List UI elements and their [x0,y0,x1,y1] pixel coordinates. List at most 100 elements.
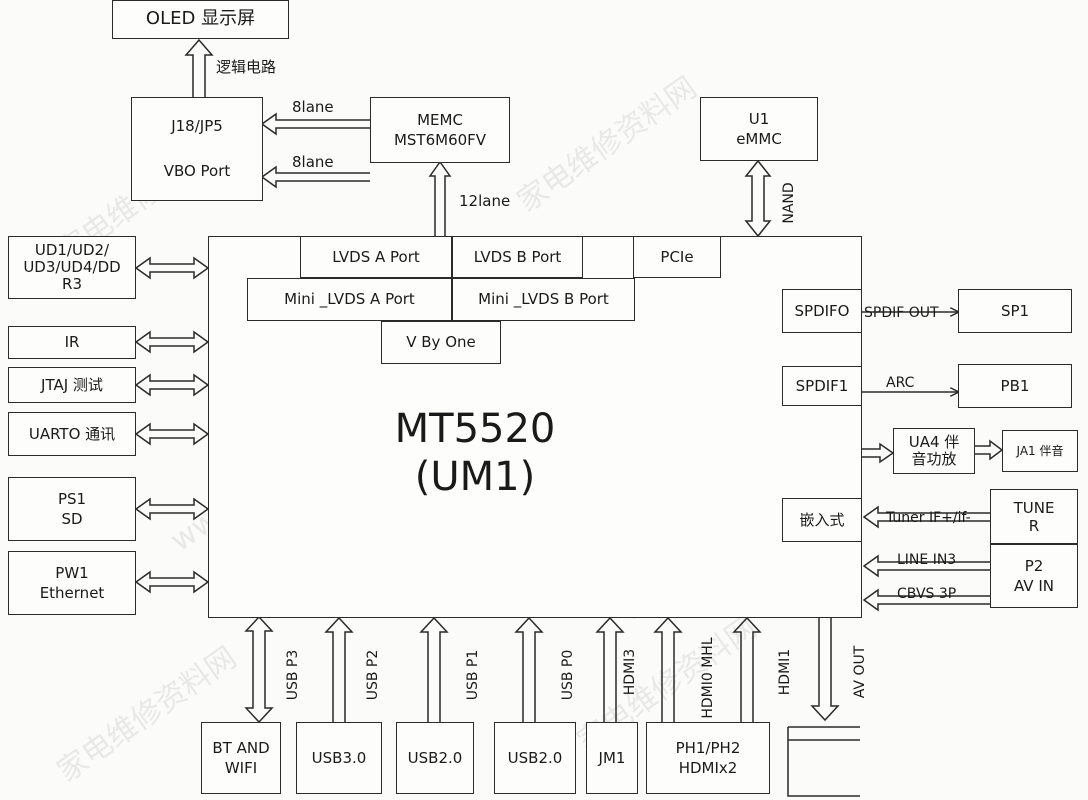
lane-label-8b: 8lane [292,153,334,171]
main-chip-title: MT5520 (UM1) [370,405,580,501]
tuner-line-1: TUNE [1013,498,1055,517]
arrow-hdmi1 [732,616,762,722]
av-in-label: AV IN [1014,577,1054,595]
vbyone-label: V By One [406,333,476,352]
lvds-a-port-label: LVDS A Port [332,247,420,266]
usb-p1-label: USB P1 [465,649,481,701]
arrow-usb-p2 [324,616,354,722]
vbo-ref-label: J18/JP5 [171,117,223,136]
sd-label: SD [61,510,83,528]
emmc-ref-label: U1 [748,109,770,128]
arc-label: ARC [886,375,915,391]
nand-label: NAND [781,182,797,224]
arrow-to-ua4 [862,442,895,464]
pcie-label: PCIe [660,247,694,266]
jm1-label: JM1 [598,748,626,767]
av-out-label: AV OUT [852,645,868,699]
embedded-label: 嵌入式 [799,510,845,529]
arrow-ua4-ja1 [975,439,1004,461]
arrow-ud [134,256,210,280]
memc-chip-label: MST6M60FV [393,131,487,149]
uarto-label: UARTO 通讯 [28,424,116,443]
bt-wifi-box: BT AND WIFI [201,722,281,794]
memc-box: MEMC MST6M60FV [370,97,510,163]
embedded-box: 嵌入式 [782,498,862,542]
pb1-box: PB1 [958,364,1072,408]
mini-lvds-a-port-label: Mini _LVDS A Port [284,290,415,309]
emmc-label: eMMC [736,130,782,148]
arrow-logic-to-oled [184,38,214,97]
arrow-uarto [134,422,210,446]
hdmix2-label: HDMIx2 [678,759,738,777]
usb2-box-b: USB2.0 [494,722,576,794]
ethernet-label: Ethernet [39,584,105,602]
main-chip-ref: (UM1) [414,454,536,500]
oled-display-label: OLED 显示屏 [145,8,256,30]
mini-lvds-b-port-label: Mini _LVDS B Port [478,290,609,309]
arrow-jtaj [134,373,210,397]
ud-memory-box: UD1/UD2/ UD3/UD4/DD R3 [8,236,136,299]
ir-label: IR [64,333,80,352]
sp1-label: SP1 [1000,301,1030,320]
arrow-line-in3 [862,554,990,578]
arrow-pw1 [134,570,210,594]
arrow-cbvs [862,588,990,612]
tuner-line-2: R [1028,516,1040,535]
arrow-nand [744,159,772,238]
usb2-label-a: USB2.0 [407,748,463,767]
arrow-hdmi3 [595,616,625,722]
jtaj-label: JTAJ 测试 [41,375,103,394]
arrow-usb-p0 [514,616,544,722]
jtaj-box: JTAJ 测试 [8,367,136,403]
lane-label-8a: 8lane [292,98,334,116]
ir-box: IR [8,326,136,359]
ps1-label: PS1 [57,489,87,508]
lvds-a-port-box: LVDS A Port [300,236,452,278]
spdifo-box: SPDIFO [782,289,862,333]
hdmi-port-box: PH1/PH2 HDMIx2 [646,722,770,794]
uarto-box: UARTO 通讯 [8,412,136,456]
arrow-memc-vbo-top [260,112,370,136]
usb2-label-b: USB2.0 [507,748,563,767]
hdmi3-label: HDMI3 [622,648,638,696]
ua4-line-2: 音功放 [911,450,957,468]
logic-circuit-label: 逻辑电路 [216,58,277,76]
ud-line-1: UD1/UD2/ [34,240,110,259]
vbyone-box: V By One [381,321,501,364]
arrow-hdmi0 [653,616,683,722]
lvds-b-port-box: LVDS B Port [452,236,583,278]
memc-label: MEMC [417,110,463,129]
lvds-b-port-label: LVDS B Port [473,247,562,266]
spdif1-box: SPDIF1 [782,366,862,406]
tuner-box: TUNE R [990,489,1078,544]
hdmi1-label: HDMI1 [777,648,793,696]
arrow-tuner-if [862,505,990,529]
mini-lvds-a-port-box: Mini _LVDS A Port [247,278,452,321]
ja1-label: JA1 伴音 [1016,443,1064,458]
line-in3-label: LINE IN3 [897,552,957,568]
spdif-out-label: SPDIF OUT [864,305,939,321]
ud-line-2: UD3/UD4/DD [23,257,121,276]
vbo-port-label: VBO Port [163,162,231,181]
mini-lvds-b-port-box: Mini _LVDS B Port [452,278,635,321]
av-out-box [787,726,860,797]
ua4-line-1: UA4 伴 [908,432,960,451]
ja1-box: JA1 伴音 [1002,430,1078,472]
main-chip-name: MT5520 [394,406,556,452]
ph-label: PH1/PH2 [675,738,741,757]
usb2-box-a: USB2.0 [396,722,474,794]
arrow-ir [134,330,210,354]
usb-p0-label: USB P0 [560,649,576,701]
pb1-label: PB1 [1000,376,1030,395]
bt-label: BT AND [212,738,270,757]
p2-av-in-box: P2 AV IN [990,544,1078,608]
vbo-port-box: J18/JP5 VBO Port [131,97,263,201]
tuner-if-label: Tuner IF+/if- [886,510,971,526]
ud-line-3: R3 [62,275,82,294]
cbvs-label: CBVS 3P [897,586,957,602]
usb-p3-label: USB P3 [285,649,301,701]
jm1-box: JM1 [586,722,638,794]
pw1-label: PW1 [55,563,89,582]
